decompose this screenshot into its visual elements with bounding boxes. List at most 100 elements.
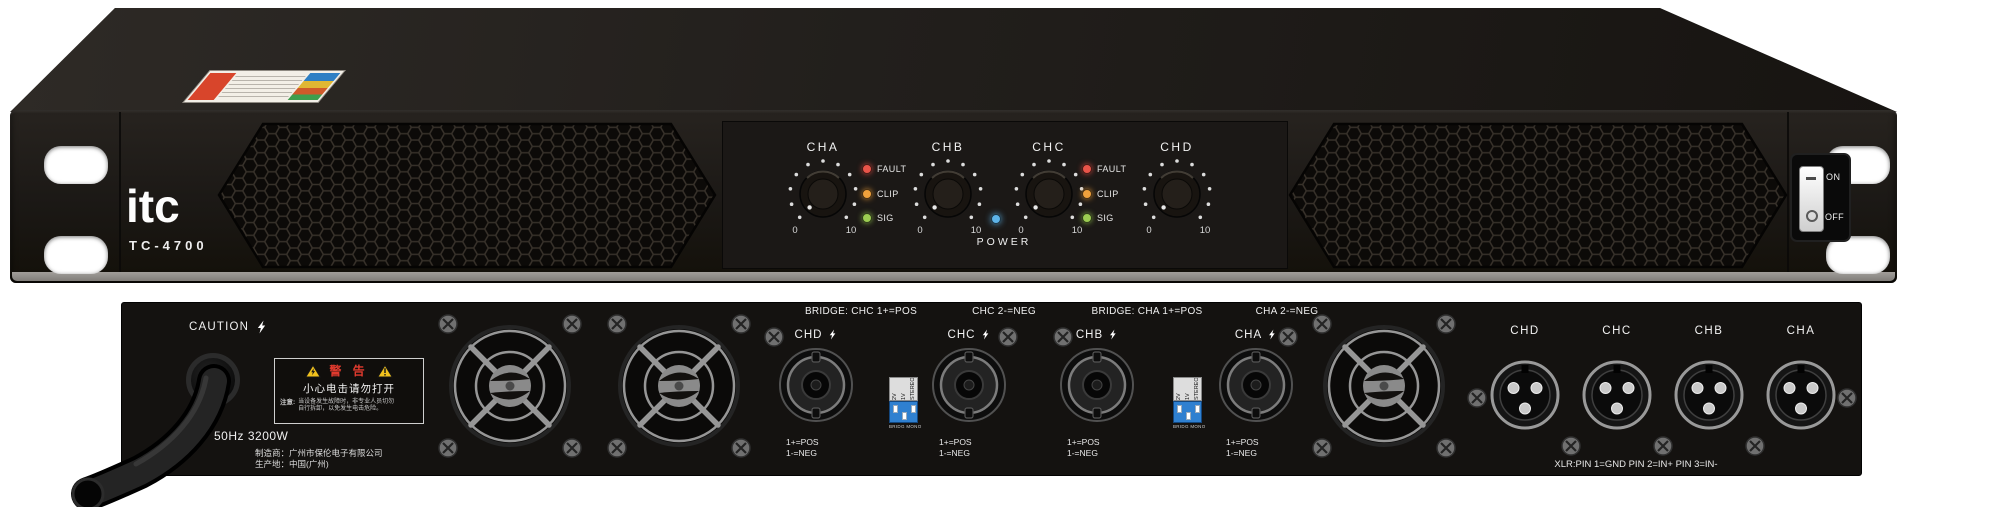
screw-icon — [437, 437, 459, 459]
clip-led — [862, 189, 872, 199]
manufacturer-line2: 生产地：中国(广州) — [255, 459, 329, 469]
switch-off-label: OFF — [1825, 212, 1844, 222]
chd-gain-knob[interactable]: 0 10 — [1135, 152, 1219, 236]
warning-title-row: 警 告 — [280, 362, 418, 379]
screw-icon — [730, 437, 752, 459]
fault-led — [1082, 164, 1092, 174]
fault-led-label: FAULT — [1097, 164, 1127, 174]
bridge-label-cha-neg: CHA 2-=NEG — [1255, 306, 1319, 317]
clip-led-label: CLIP — [1097, 189, 1119, 199]
top-sticker — [182, 70, 346, 103]
knob-max-label: 10 — [971, 225, 982, 236]
cord-end — [71, 477, 105, 507]
screw-icon — [1836, 387, 1858, 409]
power-led — [991, 214, 1001, 224]
caution-row: CAUTION — [189, 318, 268, 336]
screw-icon — [437, 313, 459, 335]
rear-channel-label-chc: CHC — [948, 327, 991, 342]
lightning-icon — [1110, 329, 1116, 340]
warning-label: 警 告 小心电击请勿打开 注意: 当设备发生故障时，非专业人员切勿 自行拆卸，以… — [274, 358, 424, 424]
channel-text: CHB — [1075, 328, 1104, 341]
knob-dial — [1141, 158, 1213, 221]
dip-mode-labels: BRIDG MONO — [889, 424, 922, 429]
sig-led-label: SIG — [1097, 213, 1114, 223]
warning-note-line1: 当设备发生故障时，非专业人员切勿 — [298, 399, 395, 405]
chc-gain-knob[interactable]: 0 10 — [1007, 152, 1091, 236]
xlr-label-cha: CHA — [1786, 325, 1816, 337]
screw-icon — [1277, 326, 1299, 348]
lightning-icon — [258, 320, 266, 334]
cha-gain-knob[interactable]: 0 10 — [781, 152, 865, 236]
speakon-connector-chb — [1059, 347, 1135, 423]
cooling-fan-1 — [451, 327, 569, 445]
speakon-connector-cha — [1218, 347, 1294, 423]
dip-slider[interactable] — [902, 412, 907, 420]
channel-text: CHC — [947, 328, 976, 341]
front-channel-label-chb: CHB — [931, 140, 965, 154]
warning-note-label: 注意: — [280, 399, 296, 406]
model-label: TC-4700 — [129, 238, 208, 253]
lightning-icon — [982, 329, 989, 340]
sig-led-label: SIG — [877, 213, 894, 223]
xlr-connector-cha — [1766, 360, 1836, 430]
rear-channel-label-cha: CHA — [1235, 327, 1277, 342]
dip-slider[interactable] — [1195, 405, 1200, 413]
screw-icon — [763, 326, 785, 348]
right-grille — [1288, 122, 1788, 269]
warning-main-line: 小心电击请勿打开 — [303, 383, 395, 395]
cooling-fan-3 — [1325, 327, 1443, 445]
power-switch[interactable]: ON OFF — [1790, 153, 1851, 242]
screw-icon — [1435, 313, 1457, 335]
warning-note: 注意: 当设备发生故障时，非专业人员切勿 自行拆卸，以免发生电击危险。 — [280, 399, 418, 413]
screw-icon — [1311, 313, 1333, 335]
power-cord — [71, 364, 231, 507]
brand-logo: itc — [126, 180, 180, 232]
screw-icon — [1560, 435, 1582, 457]
xlr-connector-chc — [1582, 360, 1652, 430]
power-switch-rocker[interactable] — [1799, 166, 1824, 232]
bridge-label-chc: BRIDGE: CHC 1+=POS — [804, 306, 918, 317]
left-grille — [217, 122, 717, 269]
caution-label: CAUTION — [189, 321, 250, 333]
bridge-label-chc-neg: CHC 2-=NEG — [972, 306, 1036, 317]
switch-on-label: ON — [1826, 172, 1841, 182]
dip-slider[interactable] — [911, 405, 916, 413]
warning-note-line2: 自行拆卸，以免发生电击危险。 — [298, 406, 383, 412]
screw-icon — [1311, 437, 1333, 459]
fault-led — [862, 164, 872, 174]
warning-triangle-exclaim-icon — [376, 363, 393, 377]
dip-switch-block-2[interactable]: 2V 1V STEREO BRIDG MONO — [1173, 377, 1206, 433]
channel-text: CHD — [794, 328, 823, 341]
xlr-label-chb: CHB — [1694, 325, 1724, 337]
rack-ear-hole — [1826, 236, 1890, 274]
rocker-on-mark — [1806, 177, 1816, 180]
xlr-connector-chb — [1674, 360, 1744, 430]
knob-dial — [1013, 158, 1085, 221]
dip-sliders[interactable] — [1173, 401, 1202, 423]
screw-icon — [997, 326, 1019, 348]
dip-mode-labels: BRIDG MONO — [1173, 424, 1206, 429]
chb-gain-knob[interactable]: 0 10 — [906, 152, 990, 236]
rocker-off-mark — [1806, 210, 1818, 222]
knob-max-label: 10 — [1200, 225, 1211, 236]
dip-slider[interactable] — [1186, 412, 1191, 420]
sig-led — [862, 213, 872, 223]
dip-slider[interactable] — [1177, 405, 1182, 413]
screw-icon — [561, 437, 583, 459]
right-ear-seam — [1787, 112, 1789, 272]
dip-switch-block-1[interactable]: 2V 1V STEREO BRIDG MONO — [889, 377, 922, 433]
knob-max-label: 10 — [1072, 225, 1083, 236]
clip-led-label: CLIP — [877, 189, 899, 199]
front-channel-label-chd: CHD — [1160, 140, 1194, 154]
sig-led — [1082, 213, 1092, 223]
lightning-icon — [829, 329, 836, 340]
dip-sliders[interactable] — [889, 401, 918, 423]
screw-icon — [606, 313, 628, 335]
dip-slider[interactable] — [893, 405, 898, 413]
xlr-label-chd: CHD — [1510, 325, 1540, 337]
